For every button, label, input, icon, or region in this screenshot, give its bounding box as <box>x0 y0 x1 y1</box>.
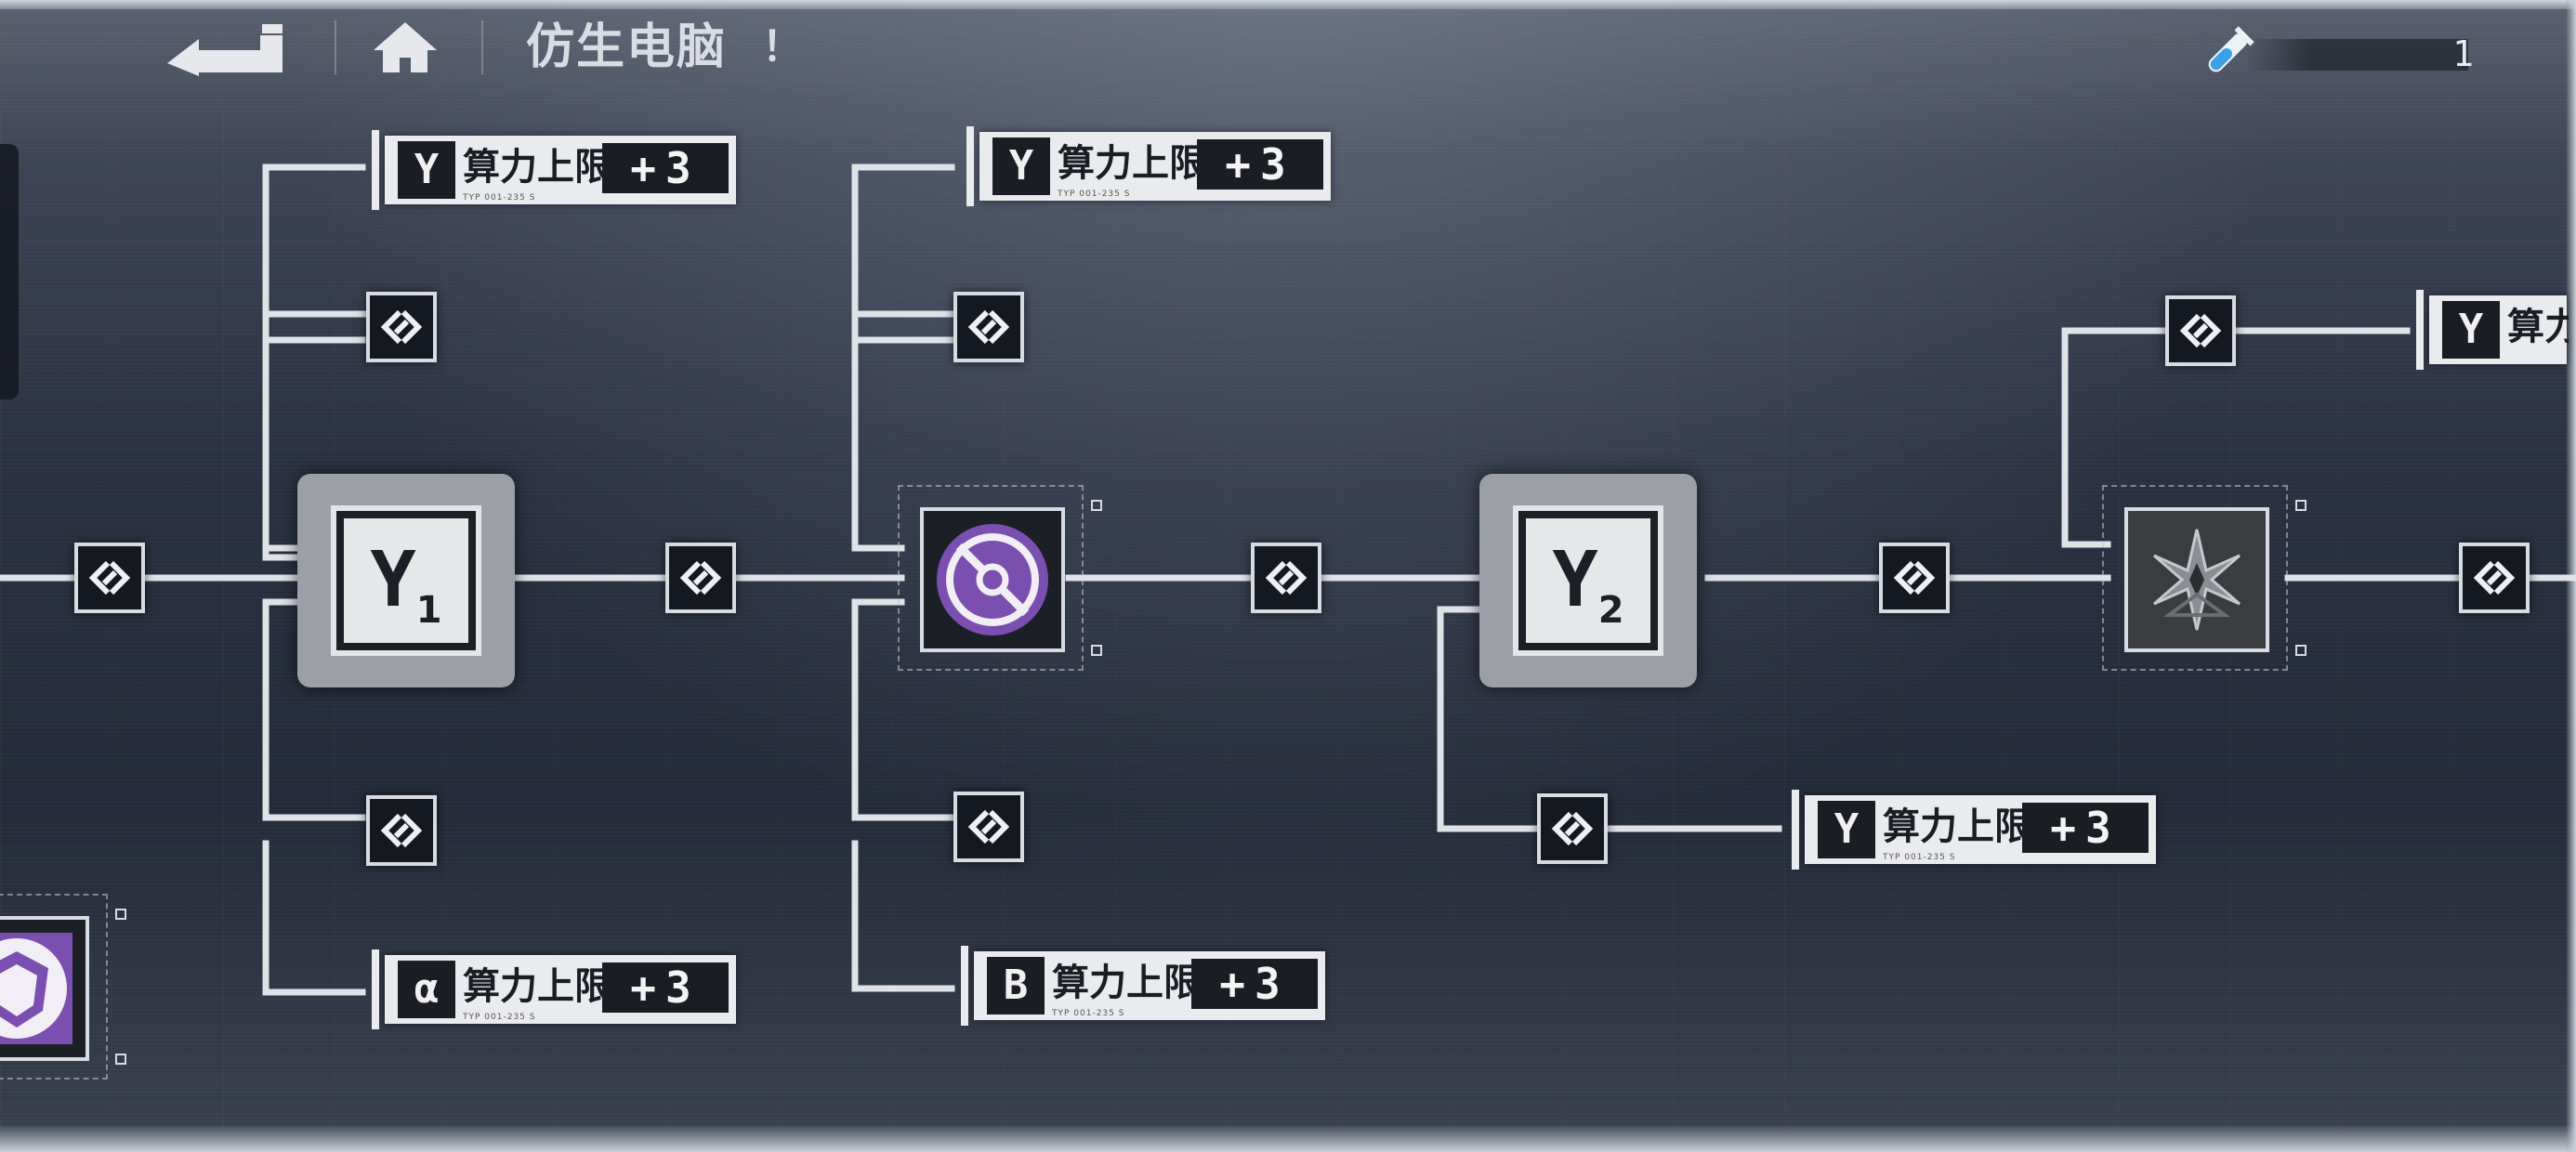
link-icon <box>967 309 1010 345</box>
link-icon <box>2179 313 2222 348</box>
node-frame <box>2124 507 2269 652</box>
node-subscript: 2 <box>1597 589 1624 632</box>
resource-count: 1 <box>2452 33 2474 74</box>
header-divider <box>481 20 483 74</box>
link-node[interactable] <box>953 792 1024 862</box>
gamma-glyph: Y <box>1818 801 1875 858</box>
shield-icon <box>0 933 72 1044</box>
resource-bar <box>2245 39 2468 71</box>
card-serial: TYP 001-235 S <box>1058 190 1131 199</box>
card-serial: TYP 001-235 S <box>1052 1009 1125 1018</box>
link-icon <box>679 560 722 596</box>
card-serial: TYP 001-235 S <box>463 1013 536 1022</box>
link-icon <box>967 809 1010 844</box>
link-node[interactable] <box>74 543 145 613</box>
link-node[interactable] <box>1251 543 1321 613</box>
link-icon <box>380 309 423 345</box>
back-button[interactable] <box>158 15 297 80</box>
side-panel-tab[interactable] <box>0 144 19 399</box>
node-face: Y2 <box>1526 518 1650 643</box>
node-frame <box>0 916 89 1061</box>
card-tick <box>2416 290 2424 370</box>
gamma-glyph: Y <box>1552 536 1598 624</box>
special-node-star[interactable] <box>2102 485 2307 671</box>
link-icon <box>88 560 131 596</box>
core-node-gamma-2[interactable]: Y2 <box>1479 474 1697 687</box>
card-label: 算力上限 <box>1883 805 2031 848</box>
node-frame: Y1 <box>331 505 481 656</box>
link-node[interactable] <box>366 795 437 866</box>
home-button[interactable] <box>368 15 442 80</box>
star-burst-icon <box>2153 529 2241 631</box>
compute-cap-card[interactable]: Y 算力上限 +3 TYP 001-235 S <box>1792 790 2156 870</box>
card-label: 算力上限 <box>463 146 611 189</box>
gamma-glyph: Y <box>370 536 416 624</box>
link-node[interactable] <box>665 543 736 613</box>
card-bonus: +3 <box>602 143 729 193</box>
compute-cap-card[interactable]: α 算力上限 +3 TYP 001-235 S <box>372 949 736 1029</box>
link-icon <box>2473 560 2516 596</box>
card-tick <box>372 130 379 210</box>
alpha-glyph: α <box>398 961 455 1018</box>
gamma-glyph: Y <box>992 137 1050 195</box>
card-serial: TYP 001-235 S <box>463 193 536 203</box>
corner-mark <box>1091 500 1102 511</box>
card-tick <box>961 946 968 1026</box>
link-node[interactable] <box>366 292 437 362</box>
resource-counter: 1 <box>2199 26 2496 82</box>
corner-mark <box>2295 500 2307 511</box>
node-subscript: 1 <box>415 589 442 632</box>
link-icon <box>1265 560 1308 596</box>
node-frame: Y2 <box>1513 505 1663 656</box>
core-node-gamma-1[interactable]: Y1 <box>297 474 515 687</box>
link-icon <box>380 813 423 848</box>
corner-mark <box>115 1054 126 1065</box>
page-title: 仿生电脑 <box>526 20 728 75</box>
link-node[interactable] <box>1879 543 1950 613</box>
compute-cap-card-partial[interactable]: Y 算力上限 <box>2416 290 2569 370</box>
node-face: Y1 <box>344 518 468 643</box>
link-icon <box>1551 811 1594 846</box>
card-bonus: +3 <box>1191 959 1318 1009</box>
link-node[interactable] <box>953 292 1024 362</box>
header-divider <box>335 20 336 74</box>
card-label: 算力上限 <box>2507 306 2569 348</box>
crosshair-icon <box>937 524 1048 635</box>
test-tube-icon <box>2208 26 2254 72</box>
gamma-glyph: Y <box>398 141 455 199</box>
corner-mark <box>115 909 126 920</box>
title-alert-mark[interactable]: ！ <box>762 23 803 71</box>
link-node[interactable] <box>2165 295 2236 366</box>
link-node[interactable] <box>2459 543 2530 613</box>
card-label: 算力上限 <box>463 965 611 1008</box>
card-tick <box>966 126 974 206</box>
card-label: 算力上限 <box>1058 142 1206 185</box>
node-frame <box>920 507 1065 652</box>
card-tick <box>372 949 379 1029</box>
gamma-glyph: Y <box>2442 301 2500 359</box>
link-icon <box>1893 560 1936 596</box>
corner-mark <box>2295 645 2307 656</box>
special-node-shield[interactable] <box>0 894 126 1080</box>
corner-mark <box>1091 645 1102 656</box>
frame-bottom <box>0 1126 2576 1152</box>
card-serial: TYP 001-235 S <box>1883 853 1956 862</box>
card-bonus: +3 <box>2022 803 2149 853</box>
beta-glyph: B <box>987 957 1045 1015</box>
card-label: 算力上限 <box>1052 962 1201 1004</box>
card-bonus: +3 <box>1197 139 1323 190</box>
special-node-crosshair[interactable] <box>898 485 1102 671</box>
card-tick <box>1792 790 1799 870</box>
card-bonus: +3 <box>602 962 729 1013</box>
compute-cap-card[interactable]: Y 算力上限 +3 TYP 001-235 S <box>372 130 736 210</box>
frame-top <box>0 0 2576 9</box>
compute-cap-card[interactable]: B 算力上限 +3 TYP 001-235 S <box>961 946 1325 1026</box>
compute-cap-card[interactable]: Y 算力上限 +3 TYP 001-235 S <box>966 126 1331 206</box>
link-node[interactable] <box>1537 793 1608 864</box>
